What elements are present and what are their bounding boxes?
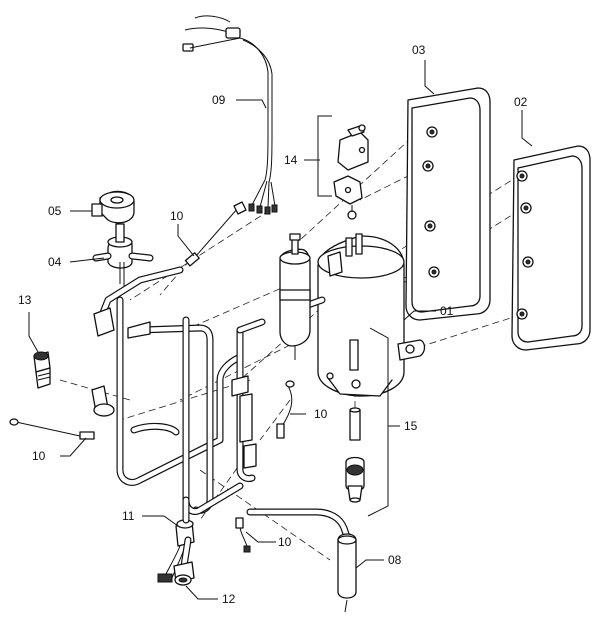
label-10-right: 10: [314, 407, 328, 421]
temperature-sensor-part-10-lower: [235, 517, 251, 553]
filter-drier-part-08: [246, 508, 357, 613]
solenoid-coil-part-05: [91, 190, 135, 224]
check-valve-part-12: [173, 536, 195, 586]
compressor-part-01: [290, 233, 426, 397]
label-04: 04: [48, 255, 62, 269]
accumulator: [279, 233, 311, 360]
callout-labels: 03 02 09 14 05 10 04 13 01 10 15 10 11 1…: [18, 43, 528, 606]
label-11: 11: [122, 509, 135, 523]
label-10-lower: 10: [278, 535, 292, 549]
temperature-sensor-part-10-upper: [184, 201, 247, 267]
label-15: 15: [404, 419, 418, 433]
label-03: 03: [412, 43, 426, 57]
expansion-valve-part-04: [92, 223, 154, 286]
label-09: 09: [212, 93, 226, 107]
cover-plate-part-02: [511, 145, 591, 351]
temperature-sensor-part-10-right: [276, 380, 295, 439]
piping-assembly: [91, 266, 266, 516]
label-10-left: 10: [32, 449, 46, 463]
cover-plate-part-03: [405, 87, 491, 321]
label-01: 01: [440, 304, 454, 318]
service-fitting-part-13: [33, 351, 51, 389]
damper-mount-part-15: [345, 327, 389, 517]
label-13: 13: [18, 293, 32, 307]
label-14: 14: [284, 153, 298, 167]
callout-leader-lines: [28, 60, 533, 600]
wiring-harness-part-09: [182, 15, 278, 215]
label-02: 02: [514, 95, 528, 109]
mounting-bracket-part-14: [317, 115, 369, 220]
label-10-upper: 10: [170, 209, 184, 223]
label-08: 08: [388, 553, 402, 567]
label-12: 12: [222, 592, 236, 606]
label-05: 05: [48, 204, 62, 218]
temperature-sensor-part-10-left: [9, 418, 95, 440]
